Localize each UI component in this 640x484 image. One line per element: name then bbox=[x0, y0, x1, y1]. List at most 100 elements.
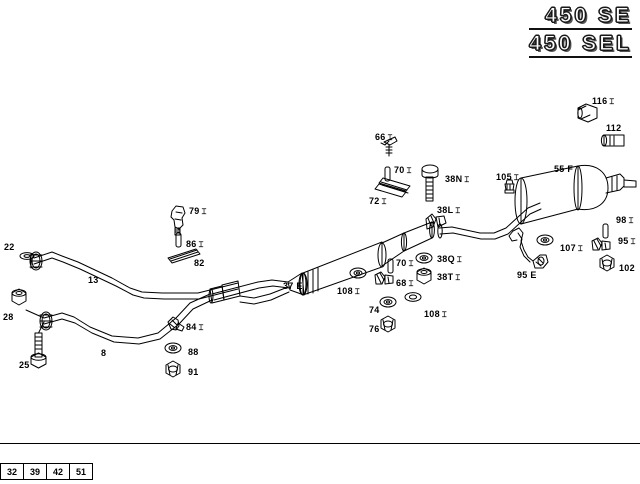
callout-marker-icon: ⌶ bbox=[354, 287, 361, 296]
center-branch-pipe bbox=[239, 286, 290, 305]
callout-number: 98 bbox=[616, 215, 627, 225]
callout-number: 25 bbox=[19, 360, 30, 370]
callout-number: 22 bbox=[4, 242, 15, 252]
callout-marker-icon: ⌶ bbox=[628, 216, 634, 225]
callout-number: 70 bbox=[394, 165, 405, 175]
callout-marker-icon: ⌶ bbox=[456, 255, 463, 264]
callout-marker-icon: ⌶ bbox=[577, 244, 584, 253]
front-pipe-8 bbox=[41, 293, 213, 345]
footer-group-cell: 32 bbox=[0, 463, 24, 480]
callout-74-washer: 74 bbox=[369, 305, 380, 315]
part-70-pin-lower bbox=[387, 258, 394, 274]
part-38l-clamp bbox=[425, 213, 447, 230]
callout-number: 112 bbox=[606, 123, 622, 133]
part-108-washer-right bbox=[404, 292, 422, 302]
callout-28-nut: 28 bbox=[3, 312, 14, 322]
part-74-washer bbox=[379, 296, 397, 308]
callout-91-nut: 91 bbox=[188, 367, 199, 377]
callout-number: 102 bbox=[619, 263, 635, 273]
callout-25-bolt: 25 bbox=[19, 360, 30, 370]
footer-group-cell: 39 bbox=[23, 463, 47, 480]
part-82-shim bbox=[167, 248, 201, 264]
callout-116-clamp: 116⌶ bbox=[592, 96, 615, 107]
part-72-shim bbox=[374, 177, 411, 198]
callout-number: 95 E bbox=[517, 270, 537, 280]
callout-number: 82 bbox=[194, 258, 205, 268]
callout-number: 66 bbox=[375, 132, 386, 142]
part-25-bolt bbox=[30, 332, 47, 369]
callout-marker-icon: ⌶ bbox=[201, 207, 207, 216]
callout-number: 37 E bbox=[283, 281, 303, 291]
callout-number: 108 bbox=[424, 309, 440, 319]
title-line-450sel: 450 SEL bbox=[529, 31, 632, 58]
part-38q-washer bbox=[415, 252, 433, 264]
callout-76-nut: 76 bbox=[369, 324, 380, 334]
center-muffler-37e bbox=[287, 221, 435, 296]
callout-number: 72 bbox=[369, 196, 380, 206]
footer-group-cell: 51 bbox=[69, 463, 93, 480]
pipe-collar-upper bbox=[29, 251, 43, 271]
callout-marker-icon: ⌶ bbox=[441, 310, 448, 319]
part-91-nut bbox=[165, 360, 181, 378]
callout-number: 38Q bbox=[437, 254, 455, 264]
callout-number: 88 bbox=[188, 347, 199, 357]
part-105-mount bbox=[504, 179, 515, 194]
part-84-clamp bbox=[167, 316, 185, 332]
part-68-clamp bbox=[374, 271, 394, 285]
callout-marker-icon: ⌶ bbox=[198, 323, 204, 332]
part-38t-nut bbox=[416, 267, 432, 285]
callout-marker-icon: ⌶ bbox=[406, 166, 412, 175]
callout-number: 76 bbox=[369, 324, 380, 334]
title-block: 450 SE 450 SEL bbox=[529, 3, 632, 60]
callout-95-clamp: 95⌶ bbox=[618, 236, 636, 247]
part-28-nut bbox=[11, 288, 27, 306]
callout-84-clamp: 84⌶ bbox=[186, 322, 204, 333]
part-116-clamp bbox=[577, 103, 598, 123]
callout-38n-bolt: 38N⌶ bbox=[445, 174, 470, 185]
callout-number: 55 F bbox=[554, 164, 574, 174]
part-107-washer bbox=[536, 234, 554, 246]
leader-28 bbox=[25, 309, 45, 319]
part-102-nut bbox=[599, 254, 615, 272]
part-86-pin bbox=[175, 232, 182, 248]
callout-55f-rear-muffler: 55 F bbox=[554, 164, 573, 174]
callout-number: 68 bbox=[396, 278, 407, 288]
callout-number: 79 bbox=[189, 206, 200, 216]
callout-marker-icon: ⌶ bbox=[455, 206, 461, 215]
callout-105-mount: 105⌶ bbox=[496, 172, 519, 183]
part-95e-hanger bbox=[508, 227, 549, 269]
callout-38q-washer: 38Q⌶ bbox=[437, 254, 462, 265]
part-66-screw bbox=[380, 136, 398, 157]
part-76-nut bbox=[380, 315, 396, 333]
callout-72-shim: 72⌶ bbox=[369, 196, 387, 207]
callout-13-front-pipe: 13 bbox=[88, 275, 99, 285]
title-line-450se: 450 SE bbox=[529, 3, 632, 30]
callout-38t-nut: 38T⌶ bbox=[437, 272, 461, 283]
footer-group-cell: 42 bbox=[46, 463, 70, 480]
callout-68-clamp: 68⌶ bbox=[396, 278, 414, 289]
part-22-washer bbox=[19, 252, 35, 260]
leader-25 bbox=[38, 321, 45, 334]
callout-number: 8 bbox=[101, 348, 107, 358]
callout-number: 107 bbox=[560, 243, 576, 253]
callout-marker-icon: ⌶ bbox=[464, 175, 470, 184]
callout-marker-icon: ⌶ bbox=[609, 97, 615, 106]
callout-66-screw: 66⌶ bbox=[375, 132, 393, 143]
callout-marker-icon: ⌶ bbox=[408, 259, 414, 268]
part-70-pin-upper bbox=[384, 166, 391, 182]
callout-number: 86 bbox=[186, 239, 197, 249]
callout-79-bracket: 79⌶ bbox=[189, 206, 207, 217]
callout-102-nut: 102 bbox=[619, 263, 635, 273]
callout-108-washer-left: 108⌶ bbox=[337, 286, 360, 297]
callout-number: 84 bbox=[186, 322, 197, 332]
callout-98-pin: 98⌶ bbox=[616, 215, 634, 226]
part-88-washer bbox=[164, 342, 182, 354]
callout-marker-icon: ⌶ bbox=[408, 279, 414, 288]
callout-marker-icon: ⌶ bbox=[455, 273, 461, 282]
callout-number: 105 bbox=[496, 172, 512, 182]
callout-number: 91 bbox=[188, 367, 199, 377]
callout-marker-icon: ⌶ bbox=[630, 237, 636, 246]
